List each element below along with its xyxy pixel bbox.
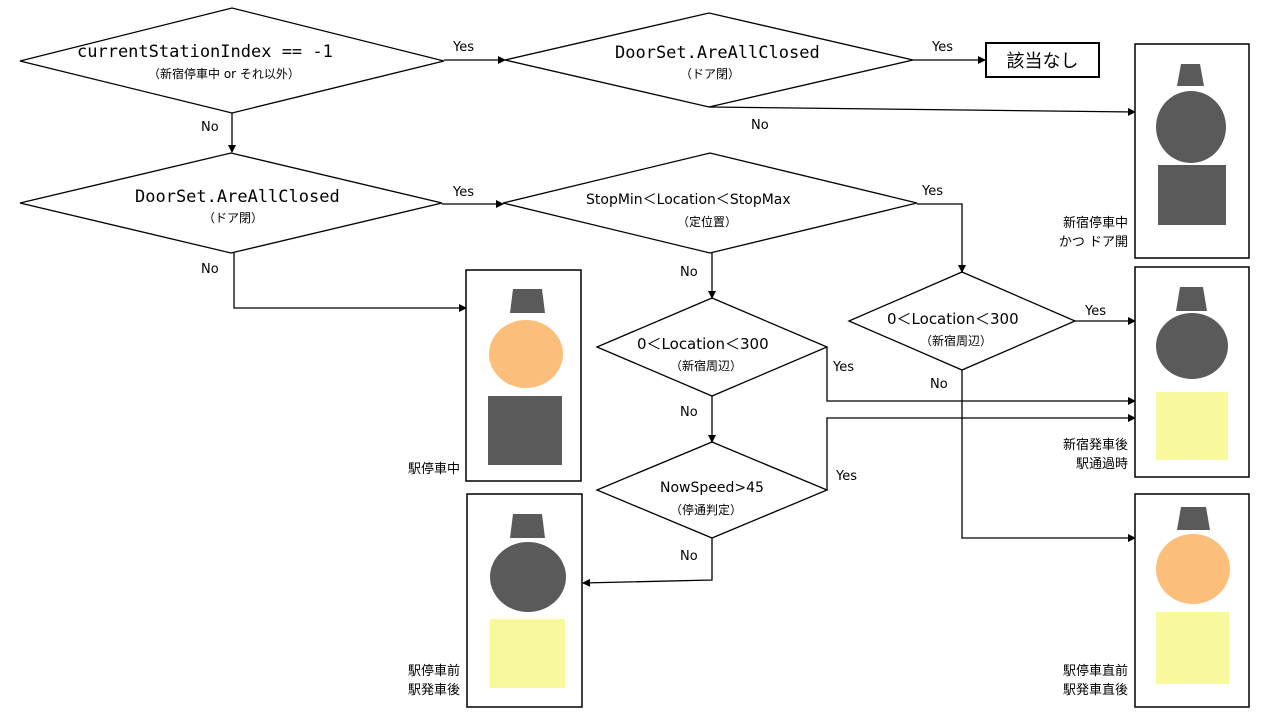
signal-4-caption-line-1: 駅停車前	[407, 664, 460, 679]
signal-2-square-lamp	[488, 396, 562, 465]
signal-2-caption: 駅停車中	[408, 460, 460, 479]
decision-1-note: （新宿停車中 or それ以外）	[148, 67, 300, 81]
decision-7-note: （停通判定）	[670, 503, 743, 517]
edge-d4-yes	[917, 203, 966, 273]
edge-label-d5-yes: Yes	[1085, 304, 1106, 319]
edge-label-d7-yes: Yes	[836, 469, 857, 484]
decision-5-note: （新宿周辺）	[920, 334, 993, 348]
edge-label-d1-no: No	[201, 120, 219, 135]
signal-5-top-lamp	[1177, 507, 1210, 530]
signal-1-caption-line-1: 新宿停車中	[1062, 216, 1128, 231]
signal-3-square-lamp	[1156, 392, 1228, 460]
edge-label-d6-no: No	[680, 405, 698, 420]
edge-label-d2-yes: Yes	[932, 40, 953, 55]
decision-1-shape	[19, 7, 445, 114]
signal-3	[1134, 266, 1250, 478]
decision-1-condition: currentStationIndex == -1	[77, 42, 333, 62]
signal-5-caption-line-1: 駅停車直前	[1062, 664, 1128, 679]
edge-label-d4-no: No	[680, 265, 698, 280]
decision-6-note: （新宿周辺）	[670, 359, 743, 373]
decision-3-condition: DoorSet.AreAllClosed	[135, 187, 340, 207]
edge-label-d4-yes: Yes	[922, 184, 943, 199]
signal-2-circle-lamp	[489, 320, 563, 388]
decision-4-shape	[502, 152, 918, 254]
signal-1-square-lamp	[1158, 165, 1226, 225]
decision-4-condition: StopMin＜Location＜StopMax	[586, 192, 791, 208]
edge-label-d7-no: No	[680, 549, 698, 564]
decision-2-note: （ドア閉）	[680, 67, 741, 81]
decision-5-condition: 0＜Location＜300	[887, 310, 1019, 328]
signal-2	[465, 269, 582, 482]
signal-3-caption-line-1: 新宿発車後	[1062, 438, 1128, 453]
edge-d3-no	[233, 253, 467, 312]
signal-3-circle-lamp	[1156, 313, 1228, 379]
edge-d7-yes	[826, 414, 1136, 490]
edge-d2-no	[708, 106, 1136, 116]
edge-d6-yes	[826, 347, 1136, 405]
signal-3-caption-line-2: 駅通過時	[1075, 457, 1128, 472]
signal-2-caption-line-1: 駅停車中	[407, 462, 460, 477]
edge-label-d1-yes: Yes	[453, 40, 474, 55]
no-result-terminal: 該当なし	[985, 42, 1100, 78]
edge-label-d5-no: No	[930, 377, 948, 392]
signal-5-caption-line-2: 駅発車直後	[1062, 683, 1128, 698]
edge-d5-no	[961, 370, 1136, 542]
signal-1-circle-lamp	[1156, 91, 1226, 163]
signal-4-top-lamp	[510, 514, 545, 538]
signal-5-caption: 駅停車直前 駅発車直後	[1063, 662, 1128, 700]
signal-1	[1134, 43, 1250, 259]
decision-6-condition: 0＜Location＜300	[637, 335, 769, 353]
signal-5-circle-lamp	[1156, 534, 1230, 604]
no-result-label: 該当なし	[1006, 51, 1079, 72]
decision-4-note: （定位置）	[677, 215, 738, 229]
signal-1-top-lamp	[1177, 64, 1204, 86]
signal-1-caption-line-2: かつ ドア開	[1058, 235, 1128, 250]
decision-3-note: （ドア閉）	[203, 211, 264, 225]
signal-3-caption: 新宿発車後 駅通過時	[1063, 436, 1128, 474]
edge-label-d3-yes: Yes	[453, 185, 474, 200]
signal-3-top-lamp	[1176, 287, 1207, 311]
edge-d7-no	[582, 538, 713, 587]
signal-4-caption-line-2: 駅発車後	[407, 683, 460, 698]
signal-4-circle-lamp	[490, 542, 566, 612]
decision-3-shape	[19, 152, 443, 254]
signal-2-top-lamp	[510, 289, 545, 313]
signal-1-caption: 新宿停車中 かつ ドア開	[1059, 214, 1128, 252]
decision-2-condition: DoorSet.AreAllClosed	[615, 43, 820, 63]
signal-4-square-lamp	[490, 619, 565, 688]
edge-label-d6-yes: Yes	[833, 360, 854, 375]
signal-5-square-lamp	[1156, 612, 1229, 684]
edge-label-d2-no: No	[751, 118, 769, 133]
signal-4	[466, 493, 583, 708]
decision-7-condition: NowSpeed>45	[660, 480, 764, 496]
signal-5	[1134, 493, 1250, 708]
signal-4-caption: 駅停車前 駅発車後	[408, 662, 460, 700]
edge-label-d3-no: No	[201, 262, 219, 277]
